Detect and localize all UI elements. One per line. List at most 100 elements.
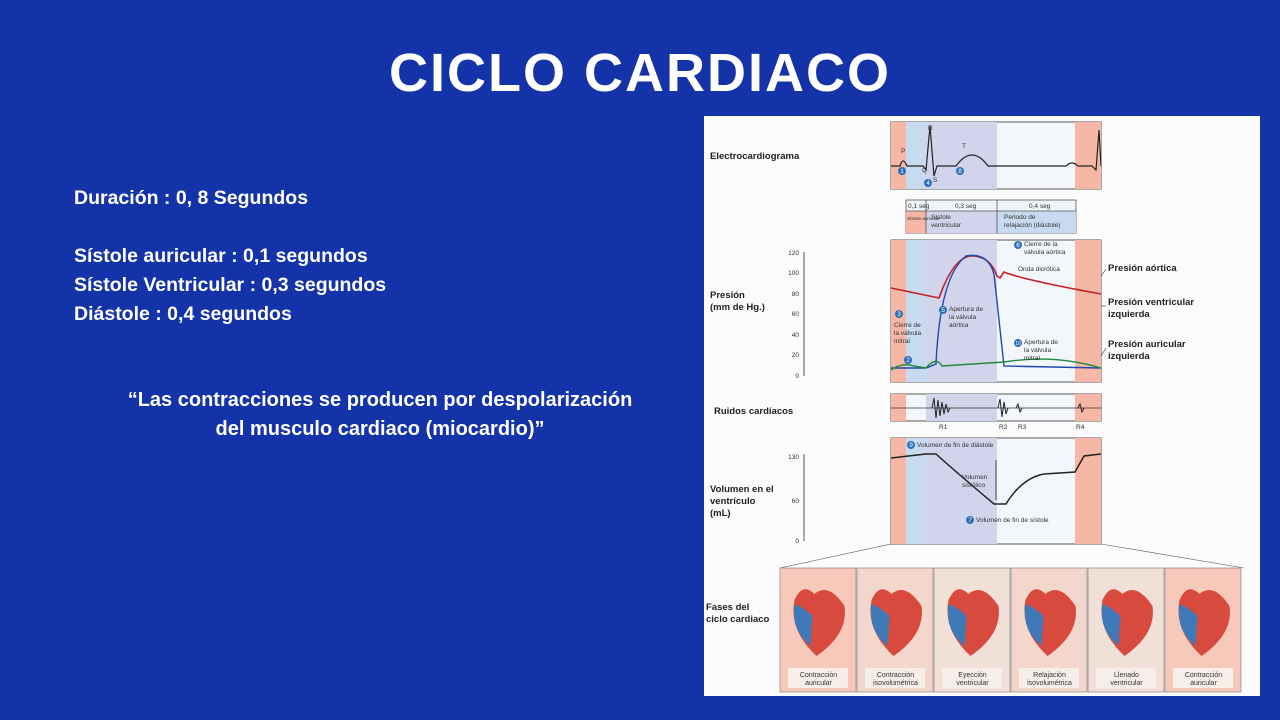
legend-aortic: Presión aórtica — [1108, 263, 1177, 274]
phases-label-1: Fases del — [706, 602, 749, 613]
wave-q: Q — [922, 167, 927, 174]
phase-label: Contracción — [800, 672, 837, 679]
marker-4: 4 — [926, 180, 930, 187]
cardiac-cycle-figure: Electrocardiograma P R Q S T 1 4 8 0,1 s… — [704, 116, 1260, 696]
annot-esv: Volumen de fin de sístole — [976, 517, 1049, 524]
atrial-systole-line: Sístole auricular : 0,1 segundos — [74, 245, 368, 267]
ventricular-systole-line: Sístole Ventricular : 0,3 segundos — [74, 274, 387, 296]
phases-row: Fases del ciclo cardiaco Contracciónauri… — [706, 543, 1245, 693]
annot-3c: mitral — [894, 338, 910, 345]
annot-10c: mitral — [1024, 355, 1040, 362]
annot-3b: la válvula — [894, 330, 921, 337]
vtick-0: 0 — [795, 538, 799, 545]
right-heart — [1101, 604, 1121, 646]
right-heart — [947, 604, 967, 646]
annot-6b: válvula aórtica — [1024, 249, 1066, 256]
ptick-40: 40 — [792, 332, 800, 339]
marker-5: 5 — [941, 307, 945, 314]
marker-7: 7 — [968, 517, 972, 524]
wave-t: T — [962, 143, 966, 150]
phase-label: Contracción — [1185, 672, 1222, 679]
diastole-line: Diástole : 0,4 segundos — [74, 303, 292, 325]
duration-line: Duración : 0, 8 Segundos — [74, 187, 309, 209]
annot-10b: la válvula — [1024, 347, 1051, 354]
volume-label-3: (mL) — [710, 508, 731, 519]
volume-panel: Volumen en el ventrículo (mL) 130 60 0 9… — [710, 437, 1102, 545]
legend-la-1: Presión auricular — [1108, 339, 1186, 350]
wave-r: R — [928, 125, 933, 132]
annot-6a: Cierre de la — [1024, 241, 1058, 248]
slide-title: CICLO CARDIACO — [389, 43, 891, 103]
period-1: Sístole auricular — [907, 216, 940, 221]
annot-sv1: Volumen — [962, 474, 988, 481]
phase-label: isovolumétrica — [873, 680, 918, 687]
phase-label: Eyección — [958, 672, 987, 679]
wave-s: S — [933, 177, 938, 184]
period-2b: ventricular — [931, 222, 962, 229]
cycle-durations: Duración : 0, 8 Segundos Sístole auricul… — [74, 184, 386, 329]
phase-label: isovolumétrica — [1027, 680, 1072, 687]
sound-r4: R4 — [1076, 424, 1085, 431]
right-heart — [1024, 604, 1044, 646]
volume-label-1: Volumen en el — [710, 484, 774, 495]
legend-lv-2: izquierda — [1108, 309, 1150, 320]
sound-r3: R3 — [1018, 424, 1027, 431]
legend-lv-1: Presión ventricular — [1108, 297, 1194, 308]
quote-line-2: del musculo cardiaco (miocardio)” — [215, 418, 545, 440]
vtick-60: 60 — [792, 498, 800, 505]
sounds-label: Ruidos cardíacos — [714, 406, 793, 417]
period-3a: Periodo de — [1004, 214, 1036, 221]
annot-5c: aórtica — [949, 322, 969, 329]
phase-label: auricular — [805, 680, 833, 687]
ptick-100: 100 — [788, 270, 799, 277]
marker-9: 9 — [909, 442, 913, 449]
pressure-axis-ticks: 120 100 80 60 40 20 0 — [788, 250, 799, 380]
phase-label: auricular — [1190, 680, 1218, 687]
marker-2: 2 — [906, 357, 910, 364]
right-heart — [1178, 604, 1198, 646]
marker-3: 3 — [897, 311, 901, 318]
marker-1: 1 — [900, 168, 904, 175]
phase-label: ventricular — [1110, 680, 1143, 687]
ecg-label: Electrocardiograma — [710, 151, 800, 162]
ecg-panel: Electrocardiograma P R Q S T 1 4 8 — [710, 121, 1102, 190]
right-heart — [793, 604, 813, 646]
annot-3a: Cierre de — [894, 322, 921, 329]
pressure-label-1: Presión — [710, 290, 745, 301]
phases-label-2: ciclo cardiaco — [706, 614, 770, 625]
sound-r1: R1 — [939, 424, 948, 431]
annot-edv: Volumen de fin de diástole — [917, 442, 994, 449]
phase-label: ventricular — [956, 680, 989, 687]
heart-sounds-panel: Ruidos cardíacos R1 R2 R3 R4 — [714, 393, 1102, 431]
ptick-60: 60 — [792, 311, 800, 318]
annot-5b: la válvula — [949, 314, 976, 321]
time-1: 0,1 seg — [908, 203, 930, 210]
volume-label-2: ventrículo — [710, 496, 756, 507]
marker-10: 10 — [1015, 341, 1021, 347]
depolarization-quote: “Las contracciones se producen por despo… — [70, 386, 690, 444]
sound-r2: R2 — [999, 424, 1008, 431]
period-3b: relajación (diástole) — [1004, 222, 1060, 229]
timing-strip: 0,1 seg 0,3 seg 0,4 seg Sístole auricula… — [905, 199, 1077, 234]
marker-8: 8 — [958, 168, 962, 175]
annot-sv2: sistólico — [962, 482, 986, 489]
time-2: 0,3 seg — [955, 203, 977, 210]
vtick-130: 130 — [788, 454, 799, 461]
time-3: 0,4 seg — [1029, 203, 1051, 210]
phase-label: Contracción — [877, 672, 914, 679]
phase-label: Llenado — [1114, 672, 1139, 679]
quote-line-1: “Las contracciones se producen por despo… — [127, 389, 633, 411]
ptick-120: 120 — [788, 250, 799, 257]
ptick-20: 20 — [792, 352, 800, 359]
ptick-80: 80 — [792, 291, 800, 298]
annot-notch: Onda dicrótica — [1018, 266, 1060, 273]
annot-5a: Apertura de — [949, 306, 983, 313]
pressure-label-2: (mm de Hg.) — [710, 302, 765, 313]
legend-la-2: izquierda — [1108, 351, 1150, 362]
